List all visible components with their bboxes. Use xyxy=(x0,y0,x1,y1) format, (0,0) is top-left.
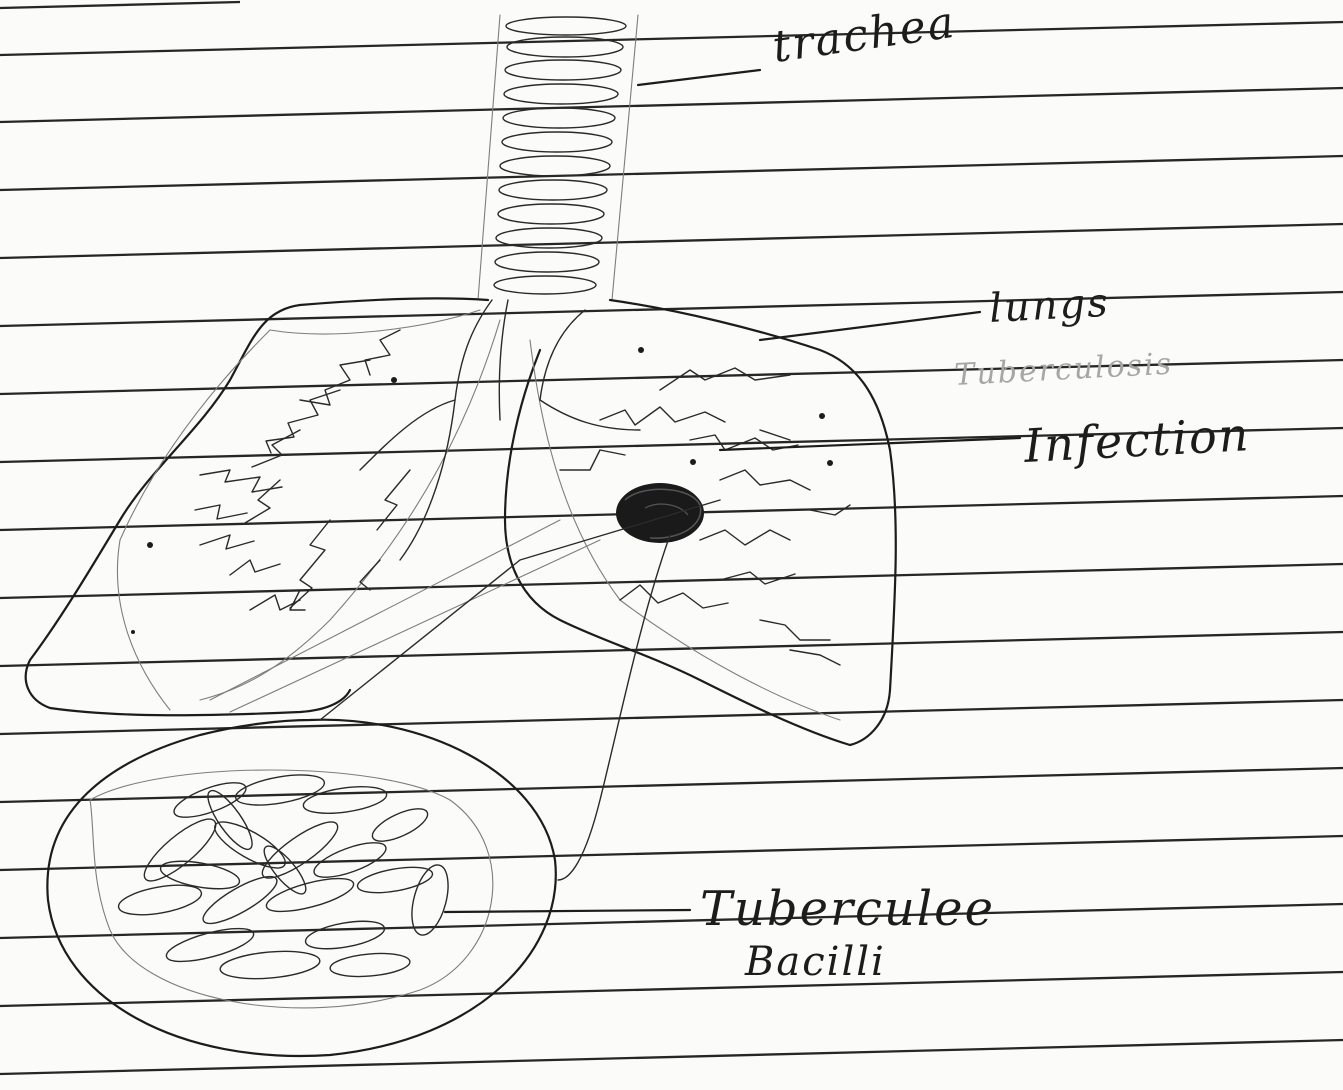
label-lungs: lungs xyxy=(988,280,1111,332)
label-infection: Infection xyxy=(1022,407,1252,473)
label-bacilli-line2: Bacilli xyxy=(744,939,886,985)
leader-lines xyxy=(445,70,1020,912)
lungs-drawing xyxy=(26,298,896,745)
label-bacilli-line1: Tuberculee xyxy=(700,881,995,937)
trachea-drawing xyxy=(478,15,638,300)
label-faint-tuberculosis: Tuberculosis xyxy=(954,347,1174,393)
infection-spot xyxy=(616,483,704,543)
label-trachea: trachea xyxy=(769,0,959,73)
